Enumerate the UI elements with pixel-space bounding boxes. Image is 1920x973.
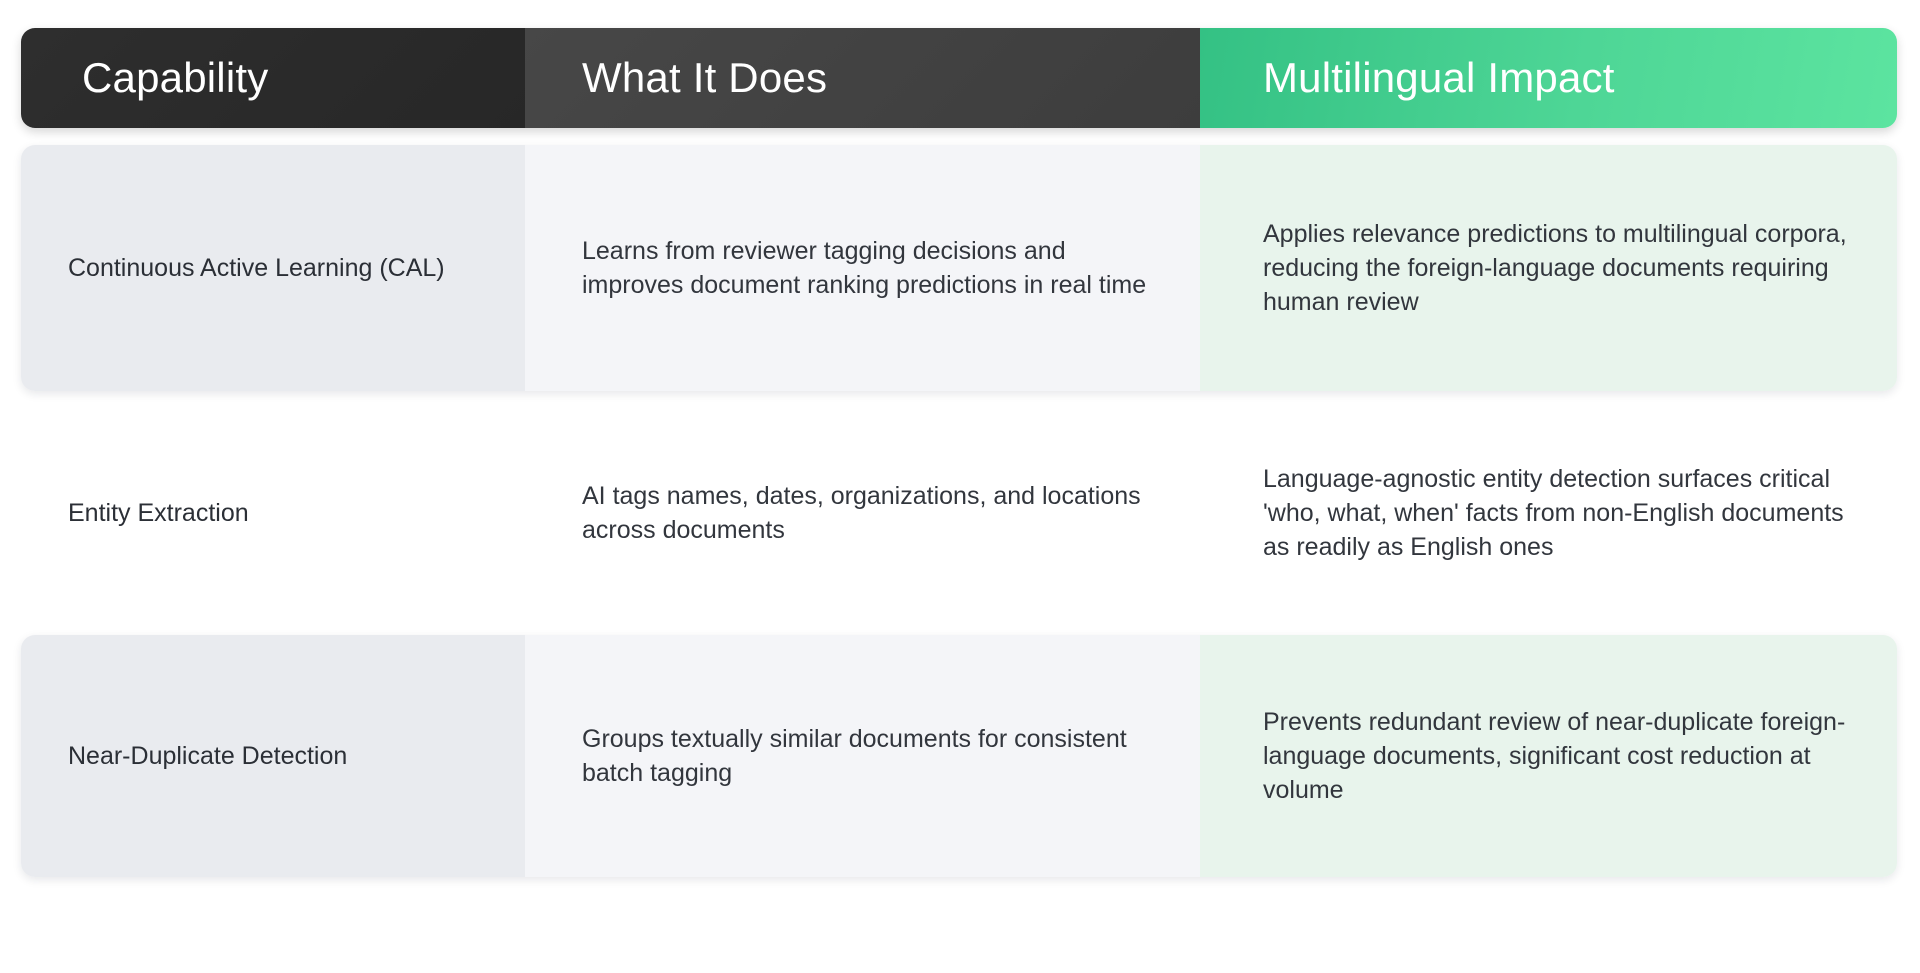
cell-what-it-does: Learns from reviewer tagging decisions a… — [525, 145, 1200, 391]
column-header-capability-label: Capability — [82, 54, 269, 101]
cell-multilingual-impact-text: Prevents redundant review of near-duplic… — [1263, 707, 1846, 805]
table-row: Near-Duplicate Detection Groups textuall… — [21, 635, 1897, 877]
column-header-what-it-does: What It Does — [525, 28, 1200, 128]
table-header-row: Capability What It Does Multilingual Imp… — [21, 28, 1897, 128]
cell-what-it-does-text: AI tags names, dates, organizations, and… — [582, 481, 1141, 544]
cell-multilingual-impact: Applies relevance predictions to multili… — [1200, 145, 1897, 391]
column-header-multilingual-impact-label: Multilingual Impact — [1263, 54, 1615, 101]
cell-capability: Continuous Active Learning (CAL) — [21, 145, 525, 391]
cell-capability-text: Entity Extraction — [68, 498, 249, 527]
column-header-multilingual-impact: Multilingual Impact — [1200, 28, 1897, 128]
cell-multilingual-impact: Language-agnostic entity detection surfa… — [1200, 417, 1897, 609]
cell-capability-text: Continuous Active Learning (CAL) — [68, 253, 445, 282]
cell-what-it-does: Groups textually similar documents for c… — [525, 635, 1200, 877]
cell-what-it-does: AI tags names, dates, organizations, and… — [525, 417, 1200, 609]
cell-what-it-does-text: Groups textually similar documents for c… — [582, 724, 1127, 787]
cell-capability: Near-Duplicate Detection — [21, 635, 525, 877]
cell-capability: Entity Extraction — [21, 417, 525, 609]
cell-multilingual-impact: Prevents redundant review of near-duplic… — [1200, 635, 1897, 877]
cell-capability-text: Near-Duplicate Detection — [68, 741, 348, 770]
table-row: Entity Extraction AI tags names, dates, … — [21, 417, 1897, 609]
table-body: Continuous Active Learning (CAL) Learns … — [21, 145, 1897, 877]
column-header-capability: Capability — [21, 28, 525, 128]
cell-multilingual-impact-text: Language-agnostic entity detection surfa… — [1263, 464, 1844, 562]
column-header-what-it-does-label: What It Does — [582, 54, 828, 101]
cell-multilingual-impact-text: Applies relevance predictions to multili… — [1263, 219, 1847, 317]
cell-what-it-does-text: Learns from reviewer tagging decisions a… — [582, 236, 1147, 299]
table-row: Continuous Active Learning (CAL) Learns … — [21, 145, 1897, 391]
